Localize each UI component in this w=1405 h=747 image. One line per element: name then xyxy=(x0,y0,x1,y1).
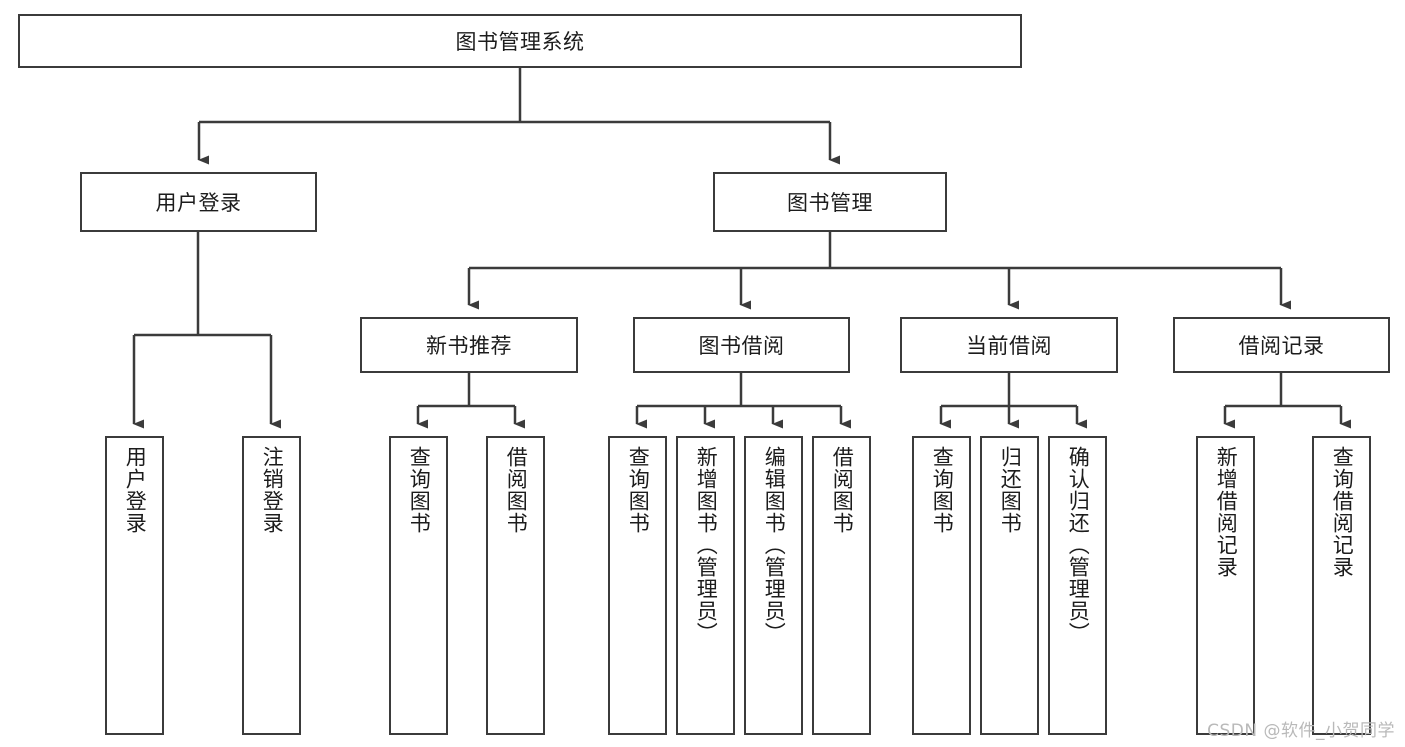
node-leaf-query-record-label: 查询借阅记录 xyxy=(1330,446,1355,578)
watermark: CSDN @软件_小贺同学 xyxy=(1207,721,1395,741)
node-book-borrow[interactable]: 图书借阅 xyxy=(633,317,850,373)
node-leaf-query-record[interactable]: 查询借阅记录 xyxy=(1312,436,1371,735)
node-leaf-query-book-3[interactable]: 查询图书 xyxy=(912,436,971,735)
node-new-book-rec[interactable]: 新书推荐 xyxy=(360,317,578,373)
node-leaf-query-book-2[interactable]: 查询图书 xyxy=(608,436,667,735)
node-leaf-logout[interactable]: 注销登录 xyxy=(242,436,301,735)
node-leaf-borrow-book-2-label: 借阅图书 xyxy=(830,446,855,534)
node-leaf-return-book-label: 归还图书 xyxy=(998,446,1023,534)
node-leaf-add-book-label: 新增图书（管理员） xyxy=(694,446,719,644)
node-book-manage[interactable]: 图书管理 xyxy=(713,172,947,232)
node-new-book-rec-label: 新书推荐 xyxy=(426,334,512,358)
node-current-borrow-label: 当前借阅 xyxy=(966,334,1052,358)
node-book-manage-label: 图书管理 xyxy=(787,191,873,215)
node-leaf-user-login-label: 用户登录 xyxy=(123,446,148,534)
node-leaf-query-book-3-label: 查询图书 xyxy=(930,446,955,534)
node-leaf-confirm-return-label: 确认归还（管理员） xyxy=(1066,446,1091,644)
node-leaf-return-book[interactable]: 归还图书 xyxy=(980,436,1039,735)
node-root-label: 图书管理系统 xyxy=(455,30,585,54)
node-leaf-query-book-2-label: 查询图书 xyxy=(626,446,651,534)
node-root[interactable]: 图书管理系统 xyxy=(18,14,1022,68)
node-leaf-edit-book[interactable]: 编辑图书（管理员） xyxy=(744,436,803,735)
node-leaf-logout-label: 注销登录 xyxy=(260,446,285,534)
node-leaf-edit-book-label: 编辑图书（管理员） xyxy=(762,446,787,644)
node-leaf-query-book-1-label: 查询图书 xyxy=(407,446,432,534)
node-leaf-query-book-1[interactable]: 查询图书 xyxy=(389,436,448,735)
node-user-login-label: 用户登录 xyxy=(155,191,242,215)
node-borrow-record[interactable]: 借阅记录 xyxy=(1173,317,1390,373)
node-leaf-add-record[interactable]: 新增借阅记录 xyxy=(1196,436,1255,735)
node-book-borrow-label: 图书借阅 xyxy=(698,334,785,358)
node-leaf-add-record-label: 新增借阅记录 xyxy=(1214,446,1239,578)
node-leaf-user-login[interactable]: 用户登录 xyxy=(105,436,164,735)
node-leaf-confirm-return[interactable]: 确认归还（管理员） xyxy=(1048,436,1107,735)
node-leaf-add-book[interactable]: 新增图书（管理员） xyxy=(676,436,735,735)
node-leaf-borrow-book-2[interactable]: 借阅图书 xyxy=(812,436,871,735)
node-borrow-record-label: 借阅记录 xyxy=(1238,334,1325,358)
node-user-login[interactable]: 用户登录 xyxy=(80,172,317,232)
node-current-borrow[interactable]: 当前借阅 xyxy=(900,317,1118,373)
node-leaf-borrow-book-1-label: 借阅图书 xyxy=(504,446,529,534)
node-leaf-borrow-book-1[interactable]: 借阅图书 xyxy=(486,436,545,735)
